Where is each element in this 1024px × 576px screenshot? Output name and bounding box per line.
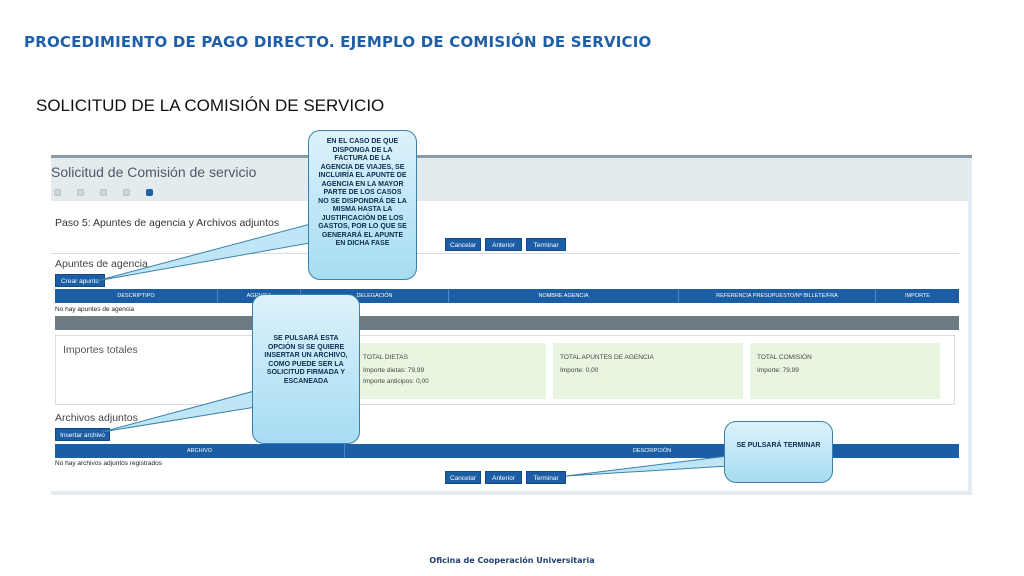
previous-button-top[interactable]: Anterior [485, 238, 522, 251]
advances-amount: Importe anticipos: 0,00 [363, 378, 429, 385]
agency-section-title: Apuntes de agencia [55, 258, 148, 270]
previous-button-bottom[interactable]: Anterior [485, 471, 522, 484]
agency-col-delegation[interactable]: DELEGACIÓN [301, 289, 449, 303]
divider [51, 253, 959, 254]
step-dot-2[interactable] [77, 189, 84, 196]
attachments-col-description[interactable]: DESCRIPCIÓN [632, 448, 672, 454]
attachments-empty-row: No hay archivos adjuntos registrados [55, 460, 162, 467]
agency-amount: Importe: 0,00 [560, 367, 599, 374]
step-indicator [54, 189, 153, 196]
file-note-callout: SE PULSARÁ ESTA OPCIÓN SI SE QUIERE INSE… [252, 294, 360, 444]
step-dot-3[interactable] [100, 189, 107, 196]
step-dot-4[interactable] [123, 189, 130, 196]
finish-note-callout: SE PULSARÁ TERMINAR [724, 421, 833, 483]
allowances-amount: Importe dietas: 79,99 [363, 367, 425, 374]
commission-amount: Importe: 79,99 [757, 367, 799, 374]
agency-table-footer [55, 316, 959, 330]
total-commission-title: TOTAL COMISIÓN [757, 354, 812, 361]
agency-col-name[interactable]: NOMBRE AGENCIA [449, 289, 679, 303]
total-commission-card: TOTAL COMISIÓN Importe: 79,99 [750, 343, 940, 399]
app-screenshot: Solicitud de Comisión de servicio Paso 5… [51, 155, 972, 495]
finish-button-top[interactable]: Terminar [526, 238, 566, 251]
agency-col-reference[interactable]: REFERENCIA PRESUPUESTO/Nº BILLETE/FRA [679, 289, 876, 303]
cancel-button-bottom[interactable]: Cancelar [445, 471, 481, 484]
agency-table-header: DESCRIPTIPO AGENCIA DELEGACIÓN NOMBRE AG… [55, 289, 959, 303]
window-title: Solicitud de Comisión de servicio [51, 164, 257, 180]
totals-box: Importes totales TOTAL DIETAS Importe di… [55, 335, 955, 405]
cancel-button-top[interactable]: Cancelar [445, 238, 481, 251]
agency-empty-row: No hay apuntes de agencia [55, 306, 135, 313]
total-agency-card: TOTAL APUNTES DE AGENCIA Importe: 0,00 [553, 343, 743, 399]
footer: Oficina de Cooperación Universitaria [429, 556, 595, 565]
step-dot-1[interactable] [54, 189, 61, 196]
attachments-section-title: Archivos adjuntos [55, 412, 138, 424]
create-agency-entry-button[interactable]: Crear apunte [55, 274, 105, 287]
finish-button-bottom[interactable]: Terminar [526, 471, 566, 484]
attachments-col-file[interactable]: ARCHIVO [55, 444, 345, 458]
slide-title: PROCEDIMIENTO DE PAGO DIRECTO. EJEMPLO D… [24, 33, 652, 51]
agency-note-callout: EN EL CASO DE QUE DISPONGA DE LA FACTURA… [308, 130, 417, 280]
total-agency-title: TOTAL APUNTES DE AGENCIA [560, 354, 654, 361]
step-dot-5[interactable] [146, 189, 153, 196]
total-allowances-title: TOTAL DIETAS [363, 354, 408, 361]
agency-col-desc[interactable]: DESCRIPTIPO [55, 289, 218, 303]
insert-file-button[interactable]: Insertar archivo [55, 428, 110, 441]
totals-section-title: Importes totales [63, 344, 138, 356]
step-title: Paso 5: Apuntes de agencia y Archivos ad… [55, 217, 280, 229]
slide-subtitle: SOLICITUD DE LA COMISIÓN DE SERVICIO [36, 96, 385, 115]
agency-col-amount[interactable]: IMPORTE [905, 293, 930, 299]
total-allowances-card: TOTAL DIETAS Importe dietas: 79,99 Impor… [356, 343, 546, 399]
